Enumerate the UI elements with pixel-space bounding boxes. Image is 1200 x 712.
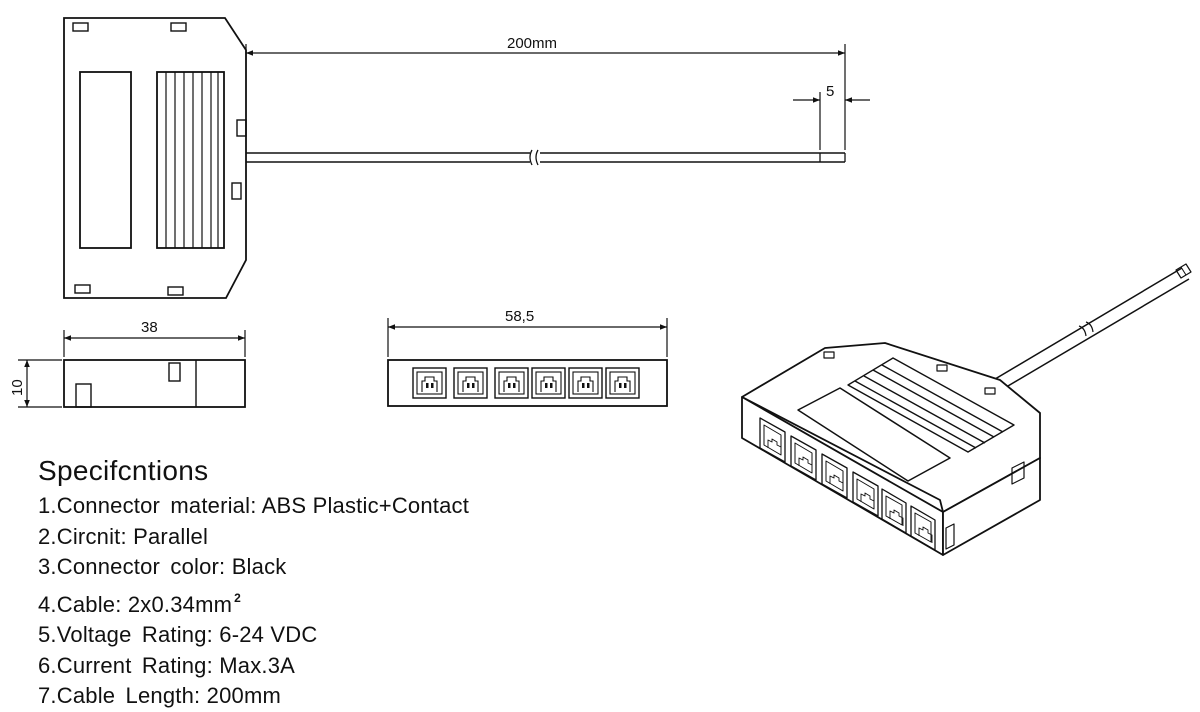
side-view-outline: [63, 359, 246, 408]
side-view: [63, 359, 246, 408]
spec-value: 200mm: [206, 683, 282, 708]
spec-item-voltage: 5.Voltage Rating: 6-24 VDC: [38, 620, 469, 651]
spec-label: 1.Connector material:: [38, 493, 257, 518]
spec-label: 2.Circnit:: [38, 523, 127, 549]
isometric-view: [741, 263, 1192, 556]
specifications: Specifcntions 1.Connector material: ABS …: [38, 455, 469, 712]
cable-length-label: 200mm: [507, 35, 557, 52]
top-view: [63, 17, 247, 299]
spec-label: 6.Current Rating:: [38, 652, 213, 678]
top-view-window: [79, 71, 132, 249]
spec-value: Black: [231, 554, 287, 579]
iso-ports: [759, 417, 936, 551]
top-view-outline: [63, 17, 247, 299]
front-port: [494, 367, 529, 399]
width-dimension: [63, 330, 246, 357]
iso-window: [797, 387, 951, 482]
height-label: 10: [9, 379, 26, 396]
front-view-outline: [387, 359, 668, 407]
spec-value: Parallel: [133, 523, 209, 549]
spec-label: 5.Voltage Rating:: [38, 622, 213, 647]
front-ports: [412, 367, 640, 399]
spec-label: 7.Cable Length:: [38, 683, 201, 708]
front-port: [453, 367, 488, 399]
specifications-title: Specifcntions: [38, 455, 209, 486]
cable: [246, 149, 846, 166]
spec-value: ABS Plastic+Contact: [261, 493, 470, 518]
spec-item-color: 3.Connector color: Black: [38, 552, 469, 583]
front-port: [412, 367, 447, 399]
top-view-ribs: [156, 71, 225, 249]
iso-top-face: [741, 342, 1041, 513]
front-length-dimension: [387, 318, 668, 357]
spec-item-current: 6.Current Rating: Max.3A: [38, 651, 469, 682]
iso-cable: [984, 263, 1192, 397]
strip-length-label: 5: [826, 83, 834, 100]
spec-label: 4.Cable:: [38, 591, 122, 617]
iso-ribs: [847, 357, 1015, 453]
spec-item-circuit: 2.Circnit: Parallel: [38, 522, 469, 553]
front-port: [605, 367, 640, 399]
spec-item-material: 1.Connector material: ABS Plastic+Contac…: [38, 491, 469, 522]
spec-item-cable-length: 7.Cable Length: 200mm: [38, 681, 469, 712]
spec-value: Max.3A: [219, 652, 296, 678]
spec-value: 2x0.34mm: [127, 591, 233, 617]
width-label: 38: [141, 319, 158, 336]
spec-value: 6-24 VDC: [219, 622, 318, 647]
front-port: [531, 367, 566, 399]
strip-length-dimension: [793, 92, 870, 150]
front-length-label: 58,5: [505, 308, 534, 325]
height-dimension: [18, 359, 62, 408]
front-view: [387, 359, 668, 407]
spec-superscript: 2: [234, 590, 242, 605]
front-port: [568, 367, 603, 399]
cable-length-dimension: [245, 44, 846, 150]
spec-label: 3.Connector color:: [38, 554, 226, 579]
